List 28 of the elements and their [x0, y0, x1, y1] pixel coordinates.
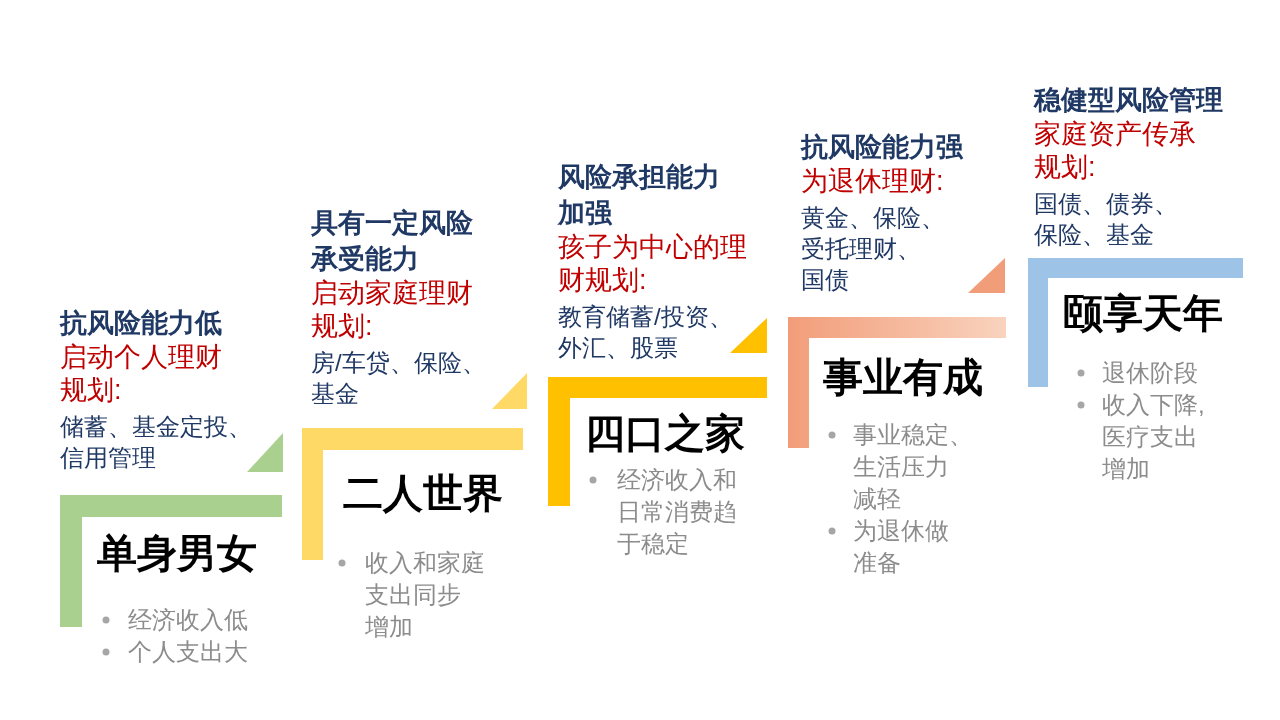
product-list: 房/车贷、保险、基金 [311, 347, 486, 409]
bullet-text: 退休阶段 [1102, 358, 1198, 388]
bullet-text: 收入和家庭支出同步增加 [365, 548, 485, 642]
stage-title: 二人世界 [343, 470, 503, 517]
stage-heading: 抗风险能力低 [60, 307, 222, 340]
plan-subheading: 为退休理财: [801, 165, 944, 198]
stage-heading: 稳健型风险管理 [1034, 84, 1223, 117]
stage-heading: 风险承担能力加强 [558, 161, 720, 230]
stage-heading: 具有一定风险承受能力 [311, 207, 473, 276]
product-list: 国债、债券、保险、基金 [1034, 188, 1178, 250]
stage-title: 四口之家 [585, 410, 745, 457]
product-list: 黄金、保险、受托理财、国债 [801, 202, 945, 295]
stage-title: 事业有成 [823, 354, 983, 401]
plan-subheading: 孩子为中心的理财规划: [558, 231, 747, 297]
stage-title: 单身男女 [97, 530, 257, 577]
product-list: 教育储蓄/投资、外汇、股票 [558, 301, 733, 363]
bullet-text: 经济收入低 [128, 605, 248, 635]
bullet-text: 为退休做准备 [853, 516, 949, 578]
stage-title: 颐享天年 [1063, 290, 1223, 337]
bullet-text: 经济收入和日常消费趋于稳定 [617, 465, 737, 559]
stage-heading: 抗风险能力强 [801, 131, 963, 164]
bullet-text: 个人支出大 [128, 637, 248, 667]
plan-subheading: 启动个人理财规划: [60, 341, 222, 407]
bullet-text: 事业稳定、生活压力减轻 [853, 420, 973, 514]
plan-subheading: 启动家庭理财规划: [311, 277, 473, 343]
bullet-text: 收入下降,医疗支出增加 [1102, 390, 1205, 484]
plan-subheading: 家庭资产传承规划: [1034, 118, 1196, 184]
product-list: 储蓄、基金定投、信用管理 [60, 411, 252, 473]
